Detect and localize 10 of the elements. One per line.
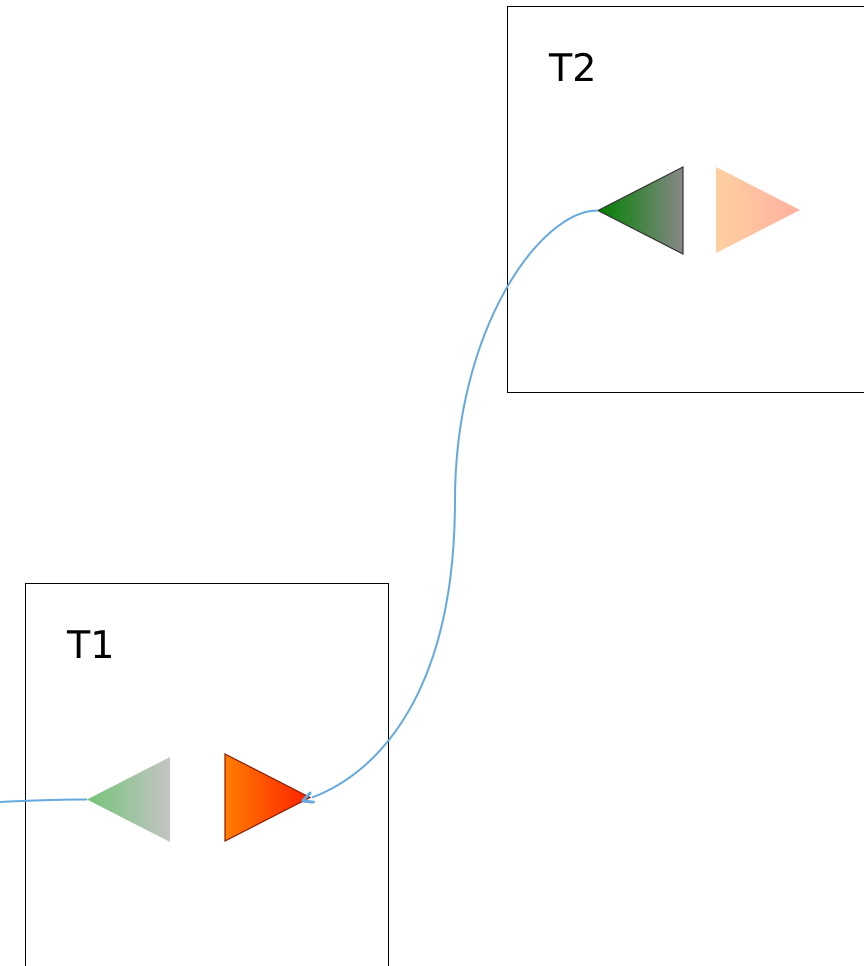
box-title: T2 — [549, 49, 596, 87]
arrow — [301, 210, 598, 804]
triangle-shape — [87, 757, 170, 842]
group-box — [507, 6, 864, 393]
connector-line — [0, 798, 87, 803]
box-title: T1 — [67, 626, 114, 664]
triangle-shape — [716, 167, 800, 253]
triangle-shape — [598, 167, 683, 254]
triangle-shape — [225, 754, 310, 841]
group-box — [25, 583, 389, 966]
